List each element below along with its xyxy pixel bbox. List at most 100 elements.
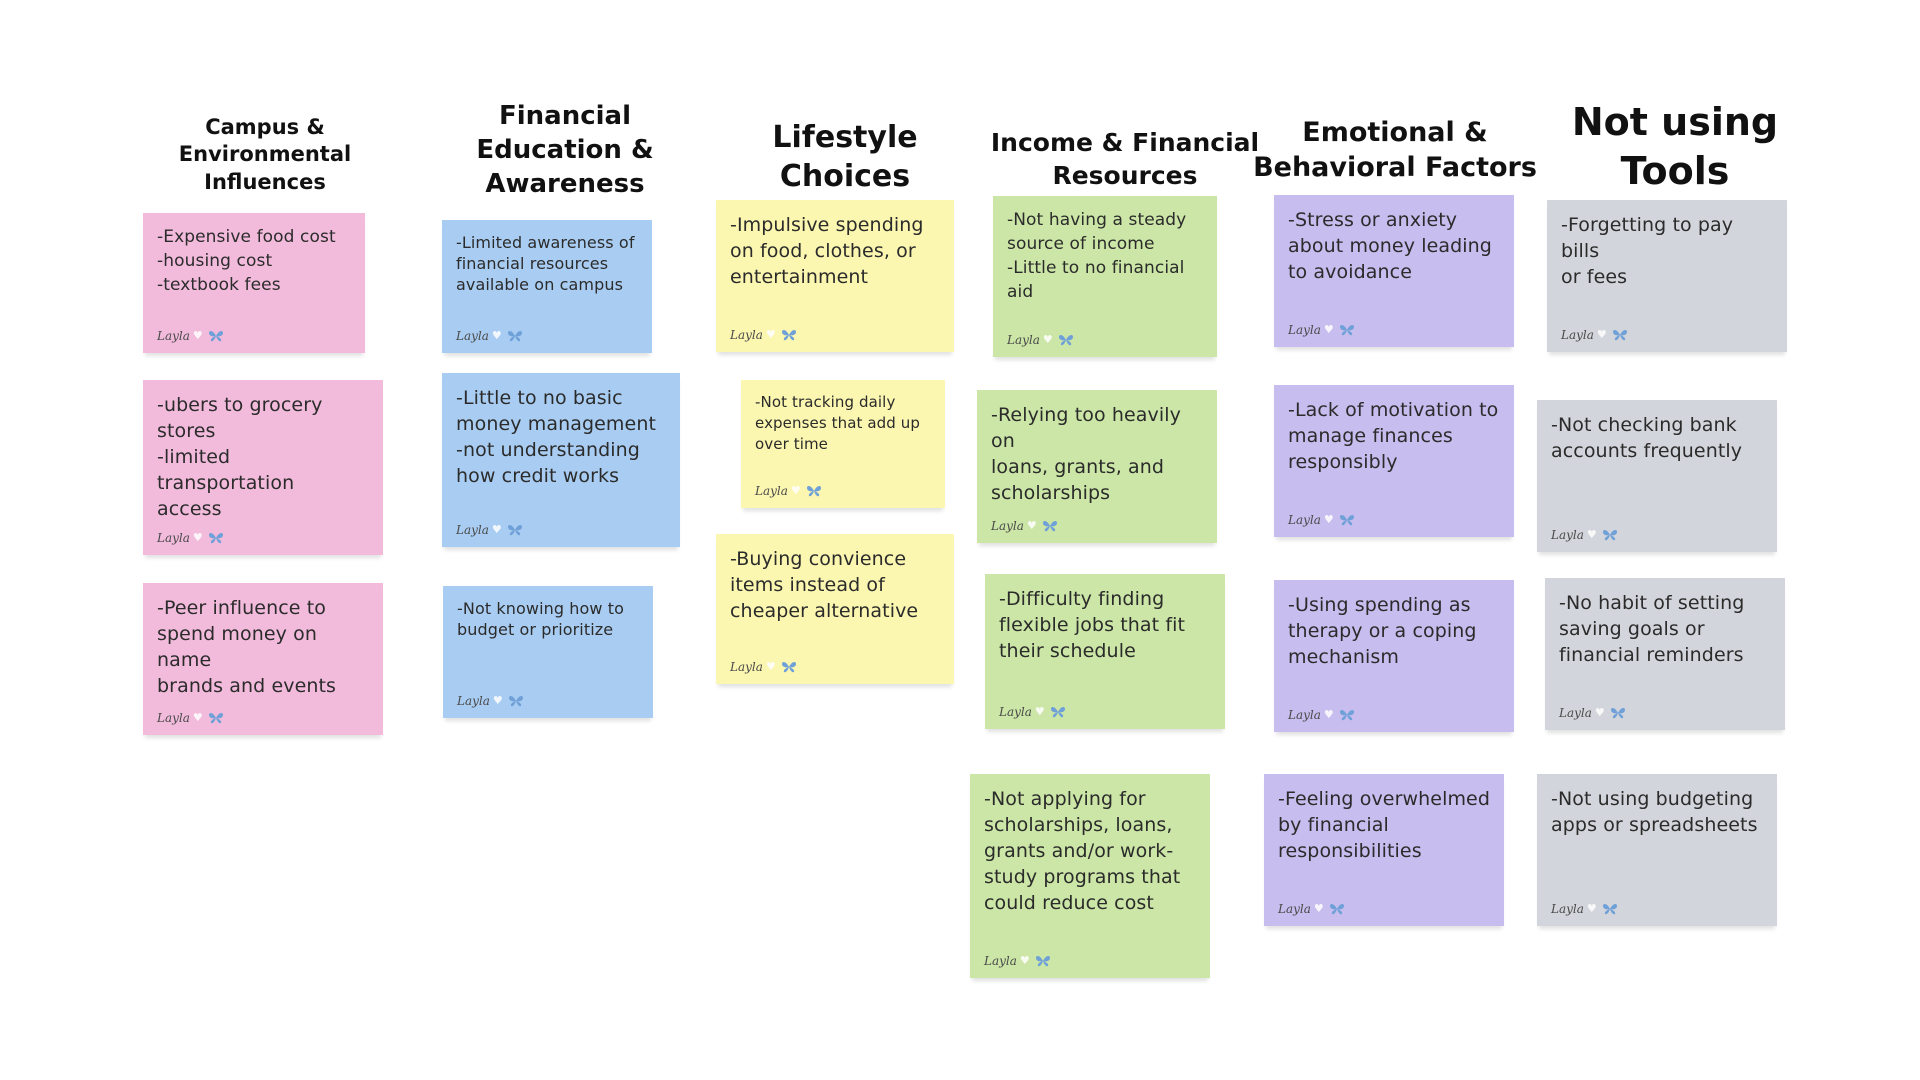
sticky-note-text: -Forgetting to pay bills or fees [1561, 214, 1734, 288]
sticky-note[interactable]: -Impulsive spending on food, clothes, or… [716, 200, 954, 352]
signature-name: Layla [1278, 902, 1311, 916]
sticky-note[interactable]: -Not having a steady source of income -L… [993, 196, 1217, 357]
signature: Layla ♥ [1559, 706, 1626, 720]
sticky-note[interactable]: -Buying convience items instead of cheap… [716, 534, 954, 684]
heart-icon: ♥ [1323, 708, 1334, 721]
heart-icon: ♥ [1323, 323, 1334, 336]
column-title-campus: Campus & Environmental Influences [178, 115, 352, 194]
heart-icon: ♥ [192, 711, 203, 724]
sticky-note[interactable]: -Forgetting to pay bills or fees Layla ♥ [1547, 200, 1787, 352]
signature: Layla ♥ [730, 328, 797, 342]
signature-name: Layla [157, 711, 190, 725]
butterfly-icon [1339, 325, 1354, 336]
signature: Layla ♥ [1288, 513, 1355, 527]
sticky-note[interactable]: -Stress or anxiety about money leading t… [1274, 195, 1514, 347]
sticky-note-text: -Impulsive spending on food, clothes, or… [730, 214, 924, 288]
signature: Layla ♥ [1288, 708, 1355, 722]
signature: Layla ♥ [991, 519, 1058, 533]
sticky-note-text: -Limited awareness of financial resource… [456, 233, 635, 294]
sticky-note-text: -Not knowing how to budget or prioritize [457, 599, 625, 639]
butterfly-icon [1339, 515, 1354, 526]
column-title-emotional: Emotional & Behavioral Factors [1253, 117, 1537, 184]
sticky-note-text: -Not using budgeting apps or spreadsheet… [1551, 788, 1758, 836]
column-title-tools: Not using Tools [1571, 100, 1779, 194]
signature: Layla ♥ [1551, 902, 1618, 916]
signature: Layla ♥ [456, 329, 523, 343]
signature-name: Layla [1551, 528, 1584, 542]
signature-name: Layla [1007, 333, 1040, 347]
butterfly-icon [1610, 708, 1625, 719]
sticky-note-text: -ubers to grocery stores -limited transp… [157, 394, 323, 520]
signature-name: Layla [1288, 513, 1321, 527]
signature: Layla ♥ [157, 711, 224, 725]
sticky-note[interactable]: -Expensive food cost -housing cost -text… [143, 213, 365, 353]
butterfly-icon [1035, 956, 1050, 967]
sticky-note[interactable]: -Little to no basic money management -no… [442, 373, 680, 547]
column-title-financial-education: Financial Education & Awareness [476, 101, 654, 199]
sticky-note-text: -Little to no basic money management -no… [456, 387, 657, 487]
sticky-note-text: -Stress or anxiety about money leading t… [1288, 209, 1492, 283]
heart-icon: ♥ [192, 531, 203, 544]
sticky-note[interactable]: -Not checking bank accounts frequently L… [1537, 400, 1777, 552]
sticky-note[interactable]: -Difficulty finding flexible jobs that f… [985, 574, 1225, 729]
sticky-note-text: -Feeling overwhelmed by financial respon… [1278, 788, 1491, 862]
sticky-note[interactable]: -Lack of motivation to manage finances r… [1274, 385, 1514, 537]
sticky-note[interactable]: -No habit of setting saving goals or fin… [1545, 578, 1785, 730]
signature-name: Layla [157, 531, 190, 545]
sticky-note-text: -Not tracking daily expenses that add up… [755, 393, 920, 453]
signature: Layla ♥ [755, 484, 822, 498]
sticky-note-text: -Difficulty finding flexible jobs that f… [999, 588, 1186, 662]
heart-icon: ♥ [1586, 528, 1597, 541]
heart-icon: ♥ [1042, 333, 1053, 346]
signature: Layla ♥ [1561, 328, 1628, 342]
heart-icon: ♥ [765, 660, 776, 673]
signature: Layla ♥ [1007, 333, 1074, 347]
signature-name: Layla [1561, 328, 1594, 342]
sticky-note[interactable]: -Not applying for scholarships, loans, g… [970, 774, 1210, 978]
signature-name: Layla [456, 329, 489, 343]
signature: Layla ♥ [157, 531, 224, 545]
signature: Layla ♥ [730, 660, 797, 674]
sticky-note[interactable]: -Not knowing how to budget or prioritize… [443, 586, 653, 718]
sticky-note[interactable]: -Limited awareness of financial resource… [442, 220, 652, 353]
heart-icon: ♥ [491, 523, 502, 536]
sticky-note-text: -Expensive food cost -housing cost -text… [157, 227, 336, 295]
butterfly-icon [1042, 521, 1057, 532]
signature-name: Layla [1288, 323, 1321, 337]
butterfly-icon [781, 330, 796, 341]
butterfly-icon [1602, 530, 1617, 541]
signature-name: Layla [730, 328, 763, 342]
signature-name: Layla [984, 954, 1017, 968]
sticky-note[interactable]: -Not tracking daily expenses that add up… [741, 380, 945, 508]
sticky-note-text: -Peer influence to spend money on name b… [157, 597, 337, 697]
signature-name: Layla [157, 329, 190, 343]
butterfly-icon [507, 525, 522, 536]
sticky-note[interactable]: -Relying too heavily on loans, grants, a… [977, 390, 1217, 543]
sticky-note[interactable]: -Not using budgeting apps or spreadsheet… [1537, 774, 1777, 926]
signature-name: Layla [1551, 902, 1584, 916]
heart-icon: ♥ [1594, 706, 1605, 719]
heart-icon: ♥ [765, 328, 776, 341]
signature: Layla ♥ [157, 329, 224, 343]
butterfly-icon [1612, 330, 1627, 341]
butterfly-icon [1329, 904, 1344, 915]
sticky-note[interactable]: -Peer influence to spend money on name b… [143, 583, 383, 735]
butterfly-icon [1602, 904, 1617, 915]
butterfly-icon [806, 486, 821, 497]
sticky-note-text: -Not applying for scholarships, loans, g… [984, 788, 1181, 914]
signature: Layla ♥ [984, 954, 1051, 968]
sticky-note-text: -Not having a steady source of income -L… [1007, 210, 1187, 302]
heart-icon: ♥ [1586, 902, 1597, 915]
signature-name: Layla [1559, 706, 1592, 720]
sticky-note[interactable]: -Using spending as therapy or a coping m… [1274, 580, 1514, 732]
signature-name: Layla [456, 523, 489, 537]
sticky-note-text: -Using spending as therapy or a coping m… [1288, 594, 1477, 668]
column-title-lifestyle: Lifestyle Choices [772, 120, 918, 194]
sticky-note[interactable]: -ubers to grocery stores -limited transp… [143, 380, 383, 555]
signature: Layla ♥ [1551, 528, 1618, 542]
butterfly-icon [1050, 707, 1065, 718]
column-title-income: Income & Financial Resources [990, 128, 1260, 190]
sticky-note[interactable]: -Feeling overwhelmed by financial respon… [1264, 774, 1504, 926]
butterfly-icon [781, 662, 796, 673]
